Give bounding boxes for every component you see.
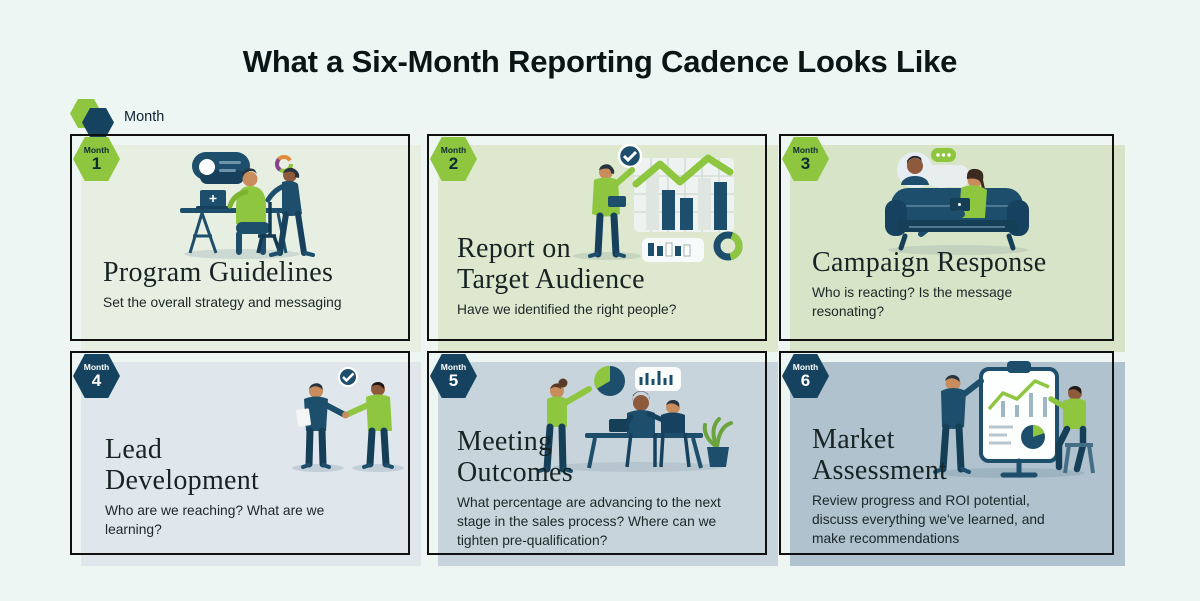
card-4-panel [81, 362, 421, 566]
card-title: Lead Development [105, 434, 260, 496]
month-badge-word: Month [440, 144, 467, 155]
illustration-handshake-icon [292, 367, 404, 472]
card-title: Report on Target Audience [457, 233, 645, 295]
month-badge: Month 2 [430, 137, 477, 181]
month-badge-number: 2 [448, 154, 459, 174]
month-badge-word: Month [83, 144, 110, 155]
month-badge-number: 1 [91, 154, 102, 174]
card-month-5: Month 5 Meeting Outcomes What percentage… [427, 351, 778, 566]
month-badge-number: 5 [448, 371, 459, 391]
month-badge-word: Month [440, 361, 467, 372]
card-title: Campaign Response [812, 247, 1047, 278]
month-badge-word: Month [792, 361, 819, 372]
card-month-4: Month 4 Lead Development Who are we reac… [70, 351, 421, 566]
card-description: Who is reacting? Is the message resonati… [812, 284, 1013, 319]
card-description: Who are we reaching? What are we learnin… [105, 502, 325, 537]
illustration-two-colleagues-at-desk-icon [180, 152, 315, 259]
month-badge-number: 3 [800, 154, 811, 174]
month-badge: Month 4 [73, 354, 120, 398]
illustration-person-on-couch-icon [885, 148, 1029, 255]
card-description: Have we identified the right people? [457, 301, 677, 317]
card-month-6: Month 6 Market Assessment Review progres… [779, 351, 1125, 566]
page-title: What a Six-Month Reporting Cadence Looks… [242, 44, 958, 79]
month-badge-number: 6 [800, 371, 811, 391]
month-badge: Month 1 [73, 137, 120, 181]
month-badge: Month 5 [430, 354, 477, 398]
month-badge-word: Month [792, 144, 819, 155]
illustration-person-with-bar-chart-icon [573, 143, 743, 262]
card-description: Set the overall strategy and messaging [103, 294, 342, 310]
card-month-1: Month 1 Program Guidelines Set the overa… [70, 134, 421, 352]
card-title: Meeting Outcomes [457, 426, 573, 488]
card-title: Market Assessment [812, 424, 948, 486]
card-title: Program Guidelines [103, 257, 334, 288]
legend-label: Month [124, 109, 165, 125]
month-badge-word: Month [83, 361, 110, 372]
card-month-3: Month 3 Campaign Response Who is reactin… [779, 134, 1125, 352]
card-description: Review progress and ROI potential, discu… [812, 492, 1045, 546]
month-badge-number: 4 [91, 371, 102, 391]
legend: Month [70, 97, 164, 137]
card-month-2: Month 2 Report on Target Audience Have w… [427, 134, 778, 352]
illustration-flipchart-presentation-icon [933, 361, 1095, 478]
illustration-team-meeting-icon [537, 365, 733, 473]
card-description: What percentage are advancing to the nex… [457, 494, 721, 548]
